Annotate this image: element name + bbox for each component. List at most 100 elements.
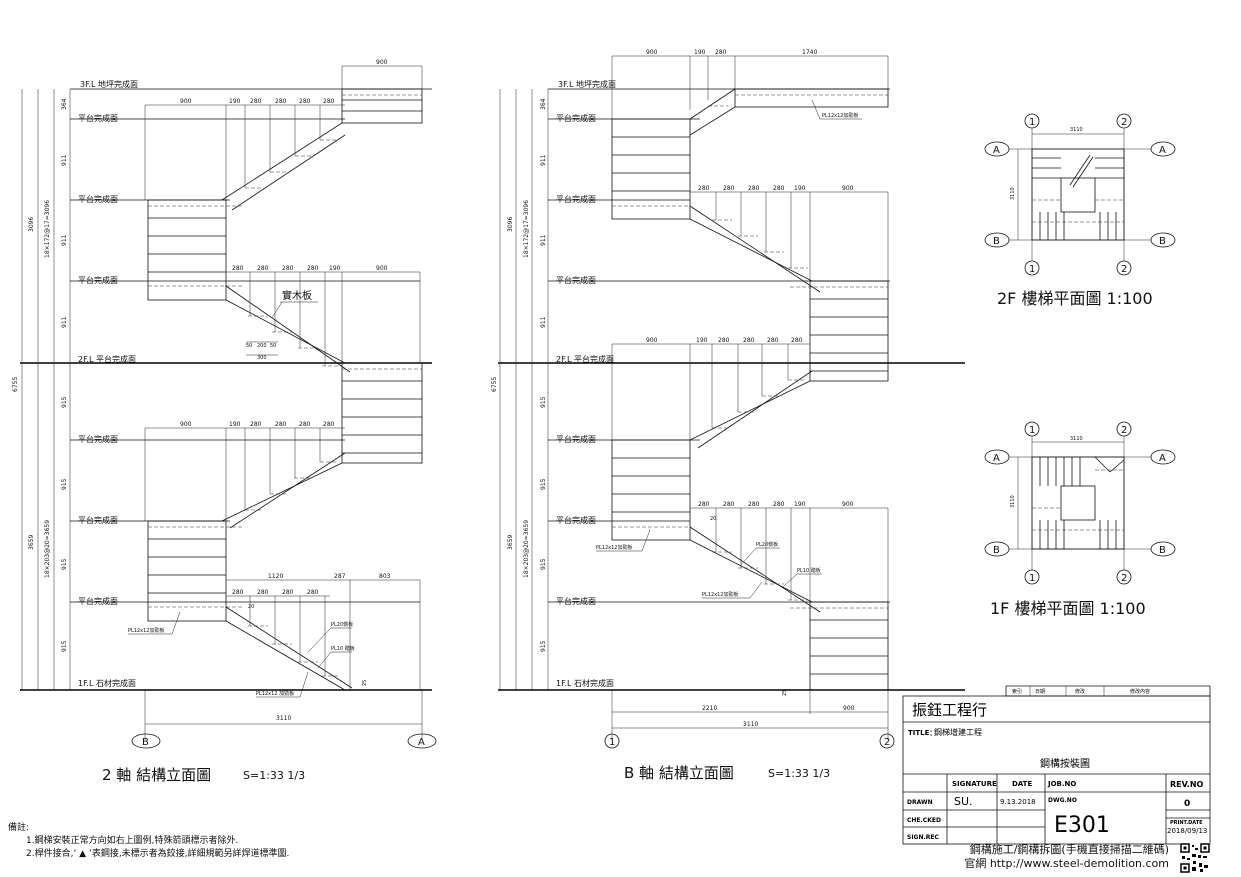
level-platform: 平台完成面 — [78, 113, 118, 123]
dim-900: 900 — [842, 501, 854, 508]
level-3f: 3F.L 地坪完成面 — [558, 79, 616, 89]
dim-900: 900 — [842, 185, 854, 192]
axis-a-label: A — [1159, 453, 1166, 464]
scale-elevation-b: S=1:33 1/3 — [768, 767, 830, 780]
dim-280: 280 — [723, 501, 735, 508]
dim-190: 190 — [229, 98, 241, 105]
title-block: 索引 日期 修改 修改內容 振鈺工程行 TITLE： 鋼梯增建工程 鋼構按裝圖 … — [902, 685, 1211, 845]
axis-2-label: 2 — [1121, 573, 1127, 584]
annotation-pl12: PL12x12加勁板 — [702, 591, 739, 598]
level-platform: 平台完成面 — [556, 194, 596, 204]
dim-280: 280 — [698, 501, 710, 508]
level-platform: 平台完成面 — [78, 194, 118, 204]
level-platform: 平台完成面 — [556, 434, 596, 444]
dim-190: 190 — [329, 265, 341, 272]
plan-2f: 1 2 1 2 A A B B 3110 3110 — [984, 113, 1176, 308]
dim-911: 911 — [61, 234, 68, 246]
dim-280: 280 — [748, 501, 760, 508]
annotation-solid-wood: 實木板 — [282, 289, 312, 302]
dim-280: 280 — [773, 185, 785, 192]
axis-b-label: B — [1159, 236, 1166, 247]
dim-190: 190 — [794, 501, 806, 508]
rev-header-index: 索引 — [1012, 688, 1022, 695]
axis-b-label: B — [993, 545, 1000, 556]
dim-lower-height: 3659 — [507, 535, 514, 550]
drawn-signature: SU. — [954, 795, 973, 808]
dim-190: 190 — [229, 421, 241, 428]
dim-3110: 3110 — [743, 721, 758, 728]
level-platform: 平台完成面 — [78, 515, 118, 525]
drawing-name: 鋼構按裝圖 — [1040, 757, 1090, 770]
dim-911: 911 — [61, 154, 68, 166]
axis-b-label: B — [993, 236, 1000, 247]
dim-190: 190 — [694, 49, 706, 56]
dim-915: 915 — [540, 396, 547, 408]
print-date: 2018/09/13 — [1167, 827, 1207, 835]
rev-header-content: 修改內容 — [1130, 688, 1150, 695]
rev-value: 0 — [1184, 799, 1190, 809]
dim-lower-riser: 18×203@20=3659 — [44, 520, 51, 578]
scale-elevation-2: S=1:33 1/3 — [243, 769, 305, 782]
title-plan-2f: 2F 樓梯平面圖 1:100 — [997, 289, 1153, 308]
dim-25: 25 — [362, 680, 368, 686]
dim-280: 280 — [299, 421, 311, 428]
dim-803: 803 — [379, 573, 391, 580]
footer-website[interactable]: 官網 http://www.steel-demolition.com — [964, 857, 1169, 870]
level-1f: 1F.L 石材完成面 — [556, 678, 614, 688]
qr-code-icon[interactable] — [1180, 843, 1210, 873]
axis-a-label: A — [1159, 145, 1166, 156]
level-platform: 平台完成面 — [556, 275, 596, 285]
annotation-pl10: PL10 踏板 — [797, 567, 821, 574]
dim-280: 280 — [257, 589, 269, 596]
row-signrec: SIGN.REC — [907, 834, 939, 841]
dim-900: 900 — [376, 265, 388, 272]
dim-911: 911 — [540, 316, 547, 328]
footer: 鋼構施工/鋼構拆圖(手機直接掃描二維碼) 官網 http://www.steel… — [964, 843, 1169, 871]
level-platform: 平台完成面 — [78, 275, 118, 285]
dim-915: 915 — [61, 396, 68, 408]
dim-total-height: 6755 — [12, 377, 19, 392]
dim-280: 280 — [773, 501, 785, 508]
col-revno: REV.NO — [1170, 780, 1204, 789]
axis-2-label: 2 — [884, 737, 890, 748]
dim-280: 280 — [718, 337, 730, 344]
row-checked: CHE.CKED — [907, 817, 941, 824]
dim-911: 911 — [540, 234, 547, 246]
title-plan-1f: 1F 樓梯平面圖 1:100 — [990, 599, 1146, 618]
level-platform: 平台完成面 — [556, 515, 596, 525]
dim-280: 280 — [250, 98, 262, 105]
dim-190: 190 — [696, 337, 708, 344]
notes-heading: 備註: — [8, 823, 30, 833]
dim-280: 280 — [723, 185, 735, 192]
print-label: PRINT.DATE — [1170, 820, 1203, 826]
axis-b-label: B — [142, 737, 149, 748]
dim-300: 300 — [257, 355, 267, 361]
elevation-axis-b: 6755 3096 18×172@17=3096 3659 18×203@20=… — [491, 49, 965, 782]
dim-280: 280 — [307, 589, 319, 596]
notes-line-2: 2.桿件接合,‘ ▲ ’表鋼接,未標示者為鉸接,詳細規範另詳焊道標準圖. — [26, 849, 290, 859]
level-platform: 平台完成面 — [556, 596, 596, 606]
dim-lower-riser: 18×203@20=3659 — [523, 520, 530, 578]
notes-line-1: 1.鋼梯安裝正常方向如右上圖例,特殊箭頭標示者除外. — [26, 836, 239, 846]
axis-2-label: 2 — [1121, 425, 1127, 436]
dim-280: 280 — [323, 98, 335, 105]
notes: 備註: 1.鋼梯安裝正常方向如右上圖例,特殊箭頭標示者除外. 2.桿件接合,‘ … — [8, 822, 289, 861]
dim-3110: 3110 — [1070, 127, 1083, 133]
dim-280: 280 — [275, 421, 287, 428]
plan-1f: 1 2 1 2 A A B B 3110 3110 — [984, 421, 1176, 618]
dwg-label: DWG.NO — [1048, 797, 1077, 804]
dim-20: 20 — [248, 604, 254, 610]
title-label: TITLE： — [908, 729, 936, 737]
dim-900: 900 — [180, 421, 192, 428]
dim-2210: 2210 — [702, 705, 717, 712]
axis-1-label: 1 — [1029, 425, 1035, 436]
dim-50: 50 — [270, 343, 276, 349]
dim-364: 364 — [540, 98, 547, 110]
col-signature: SIGNATURE — [952, 780, 997, 788]
dim-280: 280 — [767, 337, 779, 344]
level-1f: 1F.L 石材完成面 — [78, 678, 136, 688]
dim-upper-riser: 18×172@17=3096 — [523, 200, 530, 258]
axis-a-label: A — [418, 737, 425, 748]
title-value: 鋼梯增建工程 — [934, 727, 982, 737]
dim-25: 25 — [782, 690, 788, 696]
